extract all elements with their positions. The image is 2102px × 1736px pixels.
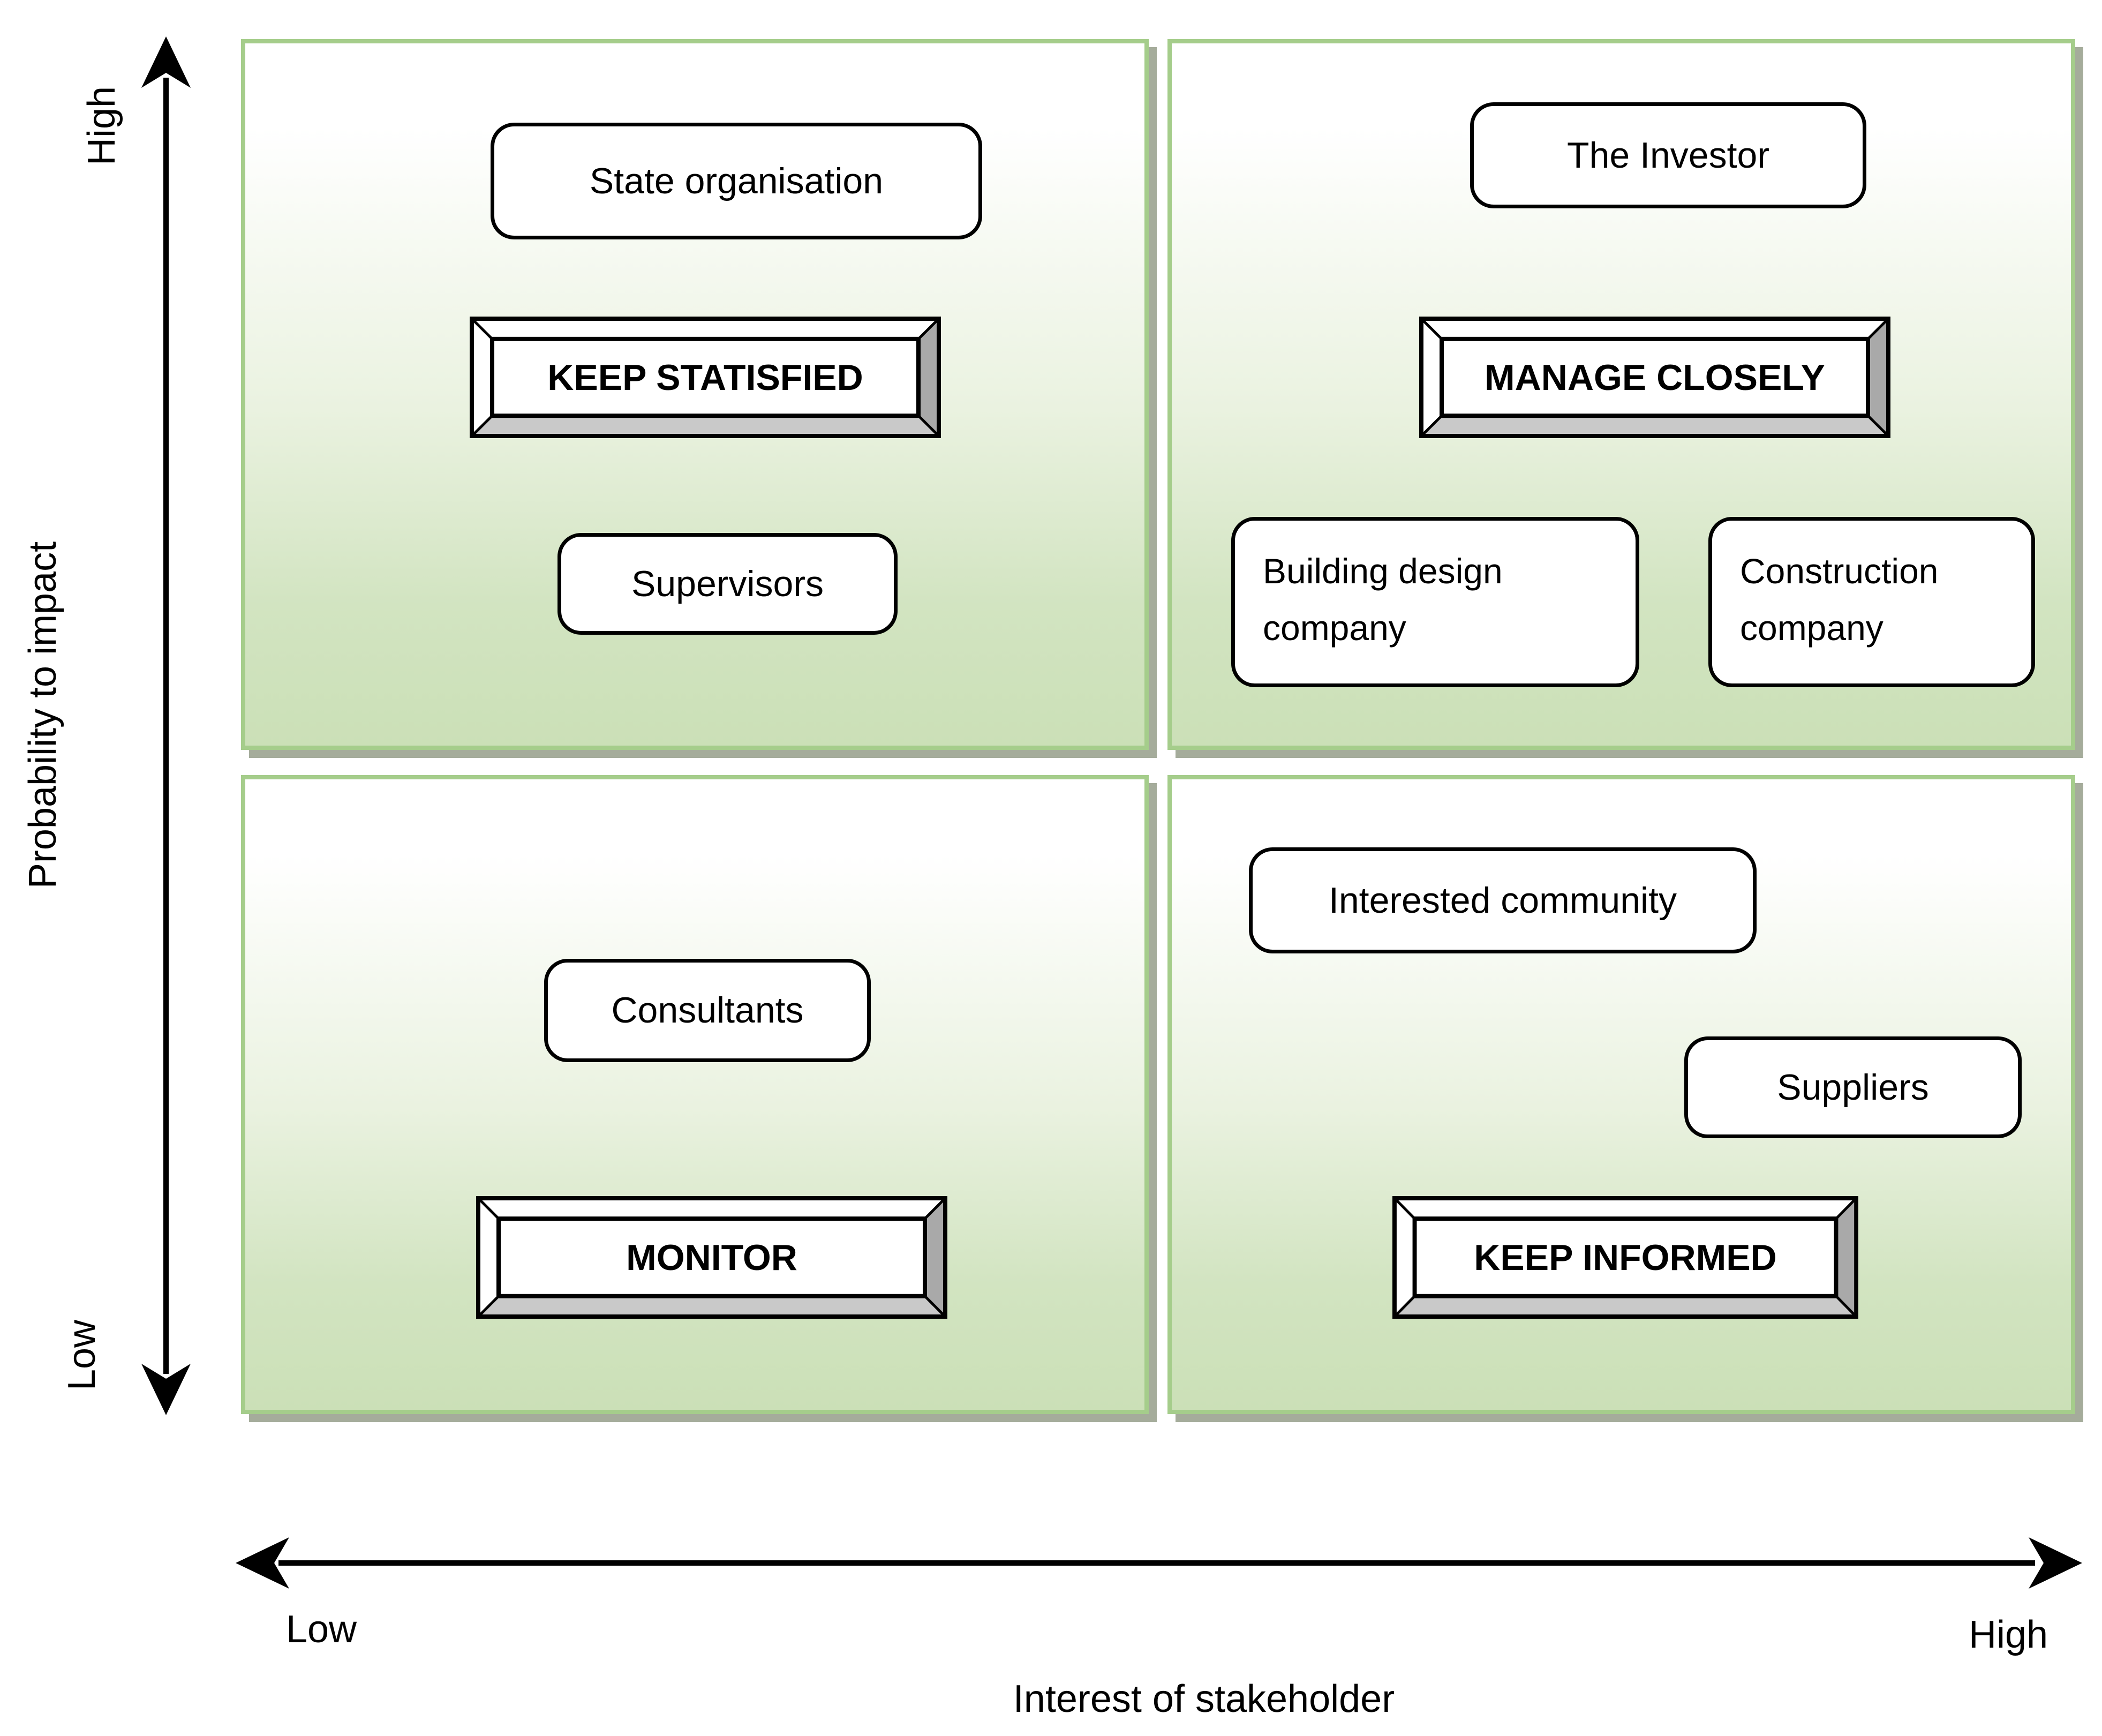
stakeholder-label: Interested community — [1328, 880, 1677, 921]
quadrant-top-right: The Investor MANAGE CLOSELY Building des… — [1167, 39, 2075, 750]
y-axis-title: Probability to impact — [21, 541, 64, 889]
x-axis-arrowhead-left — [236, 1537, 289, 1589]
stakeholder-label: The Investor — [1567, 134, 1769, 176]
stakeholder-box-building-design-company: Building design company — [1231, 517, 1639, 687]
strategy-label: MONITOR — [626, 1237, 797, 1278]
stakeholder-label: Building design company — [1263, 551, 1503, 648]
stakeholder-box-state-organisation: State organisation — [491, 123, 982, 239]
strategy-label: KEEP STATISFIED — [547, 357, 863, 398]
stakeholder-box-construction-company: Construction company — [1708, 517, 2035, 687]
x-axis-arrowhead-right — [2029, 1537, 2082, 1589]
stakeholder-box-the-investor: The Investor — [1470, 102, 1866, 208]
quadrant-bottom-left: Consultants MONITOR — [241, 775, 1149, 1414]
stakeholder-label: Construction company — [1740, 551, 1939, 648]
stakeholder-box-suppliers: Suppliers — [1684, 1036, 2022, 1138]
stakeholder-box-interested-community: Interested community — [1249, 847, 1757, 953]
stakeholder-label: Suppliers — [1777, 1066, 1929, 1108]
stakeholder-box-supervisors: Supervisors — [557, 533, 898, 635]
bevel-frame — [1419, 317, 1890, 438]
y-axis-arrowhead-bottom — [141, 1364, 191, 1415]
strategy-label: MANAGE CLOSELY — [1484, 357, 1825, 398]
y-axis-low-label: Low — [61, 1319, 103, 1391]
strategy-button-keep-informed: KEEP INFORMED — [1392, 1196, 1858, 1319]
y-axis-high-label: High — [80, 86, 123, 166]
x-axis-title: Interest of stakeholder — [1013, 1678, 1395, 1720]
strategy-button-manage-closely: MANAGE CLOSELY — [1419, 317, 1890, 438]
bevel-frame — [470, 317, 941, 438]
strategy-label: KEEP INFORMED — [1474, 1237, 1777, 1278]
bevel-frame — [1392, 1196, 1858, 1319]
stakeholder-label: Consultants — [611, 990, 804, 1031]
stakeholder-box-consultants: Consultants — [544, 959, 871, 1062]
x-axis-high-label: High — [1968, 1613, 2048, 1656]
stakeholder-label: State organisation — [589, 160, 884, 201]
stakeholder-label: Supervisors — [631, 563, 824, 604]
quadrant-top-left: State organisation KEEP STATISFIED Super… — [241, 39, 1149, 750]
x-axis-low-label: Low — [285, 1608, 357, 1651]
strategy-button-monitor: MONITOR — [476, 1196, 947, 1319]
bevel-frame — [476, 1196, 947, 1319]
quadrant-bottom-right: Interested community Suppliers KEEP INFO… — [1167, 775, 2075, 1414]
y-axis-arrowhead-top — [141, 36, 191, 88]
strategy-button-keep-statisfied: KEEP STATISFIED — [470, 317, 941, 438]
